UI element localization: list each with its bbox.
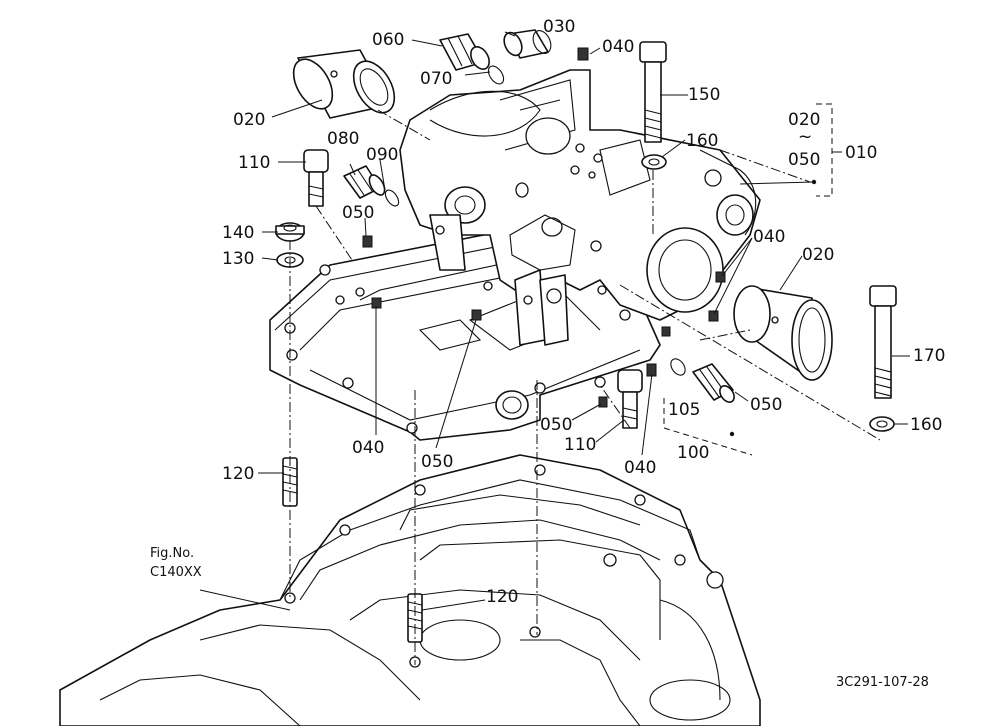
label-range-from: 020 bbox=[788, 110, 820, 130]
cylinder-housing bbox=[399, 69, 761, 346]
label-040-right: 040 bbox=[753, 227, 785, 247]
label-090: 090 bbox=[366, 145, 398, 165]
nut-140 bbox=[275, 222, 305, 242]
sleeve-030 bbox=[503, 29, 552, 59]
washer-160-upper bbox=[641, 154, 667, 170]
label-170: 170 bbox=[913, 346, 945, 366]
label-020-right: 020 bbox=[802, 245, 834, 265]
leader-lines bbox=[199, 31, 910, 611]
bracket-100 bbox=[663, 398, 753, 456]
bolt-110-upper bbox=[303, 149, 329, 207]
label-range-tilde: ~ bbox=[798, 127, 812, 147]
fitting-080 bbox=[343, 165, 400, 207]
label-140: 140 bbox=[222, 223, 254, 243]
label-010: 010 bbox=[845, 143, 877, 163]
label-050-right: 050 bbox=[750, 395, 782, 415]
label-160-lower: 160 bbox=[910, 415, 942, 435]
label-060: 060 bbox=[372, 30, 404, 50]
label-130: 130 bbox=[222, 249, 254, 269]
bolt-150 bbox=[639, 41, 667, 143]
label-040-top: 040 bbox=[602, 37, 634, 57]
bushing-right bbox=[733, 285, 833, 381]
label-050-left: 050 bbox=[342, 203, 374, 223]
drawing-code: 3C291-107-28 bbox=[836, 675, 929, 690]
label-050-mid: 050 bbox=[540, 415, 572, 435]
label-080: 080 bbox=[327, 129, 359, 149]
label-040-lower-right: 040 bbox=[624, 458, 656, 478]
label-105: 105 bbox=[668, 400, 700, 420]
fig-ref-line2: C140XX bbox=[150, 565, 202, 580]
label-120-center: 120 bbox=[486, 587, 518, 607]
bracket-010 bbox=[739, 103, 842, 197]
label-020-upper: 020 bbox=[233, 110, 265, 130]
plugs bbox=[362, 47, 726, 408]
transmission-case bbox=[59, 454, 761, 726]
label-range-to: 050 bbox=[788, 150, 820, 170]
washer-160-lower bbox=[869, 416, 895, 432]
label-150: 150 bbox=[688, 85, 720, 105]
label-070: 070 bbox=[420, 69, 452, 89]
bolt-110-lower bbox=[617, 369, 643, 429]
label-050-lower: 050 bbox=[421, 452, 453, 472]
bushing-upper-left bbox=[292, 49, 396, 119]
centre-lines bbox=[289, 109, 881, 665]
label-110-upper: 110 bbox=[238, 153, 270, 173]
label-030: 030 bbox=[543, 17, 575, 37]
label-040-lower-left: 040 bbox=[352, 438, 384, 458]
fitting-060 bbox=[439, 33, 505, 85]
fitting-100 bbox=[670, 358, 735, 403]
bolt-170 bbox=[869, 285, 897, 399]
label-100: 100 bbox=[677, 443, 709, 463]
fig-ref-line1: Fig.No. bbox=[150, 546, 194, 561]
part-labels: 020 060 030 070 040 150 160 080 090 110 … bbox=[150, 17, 945, 690]
label-110-lower: 110 bbox=[564, 435, 596, 455]
label-160-upper: 160 bbox=[686, 131, 718, 151]
label-120-left: 120 bbox=[222, 464, 254, 484]
